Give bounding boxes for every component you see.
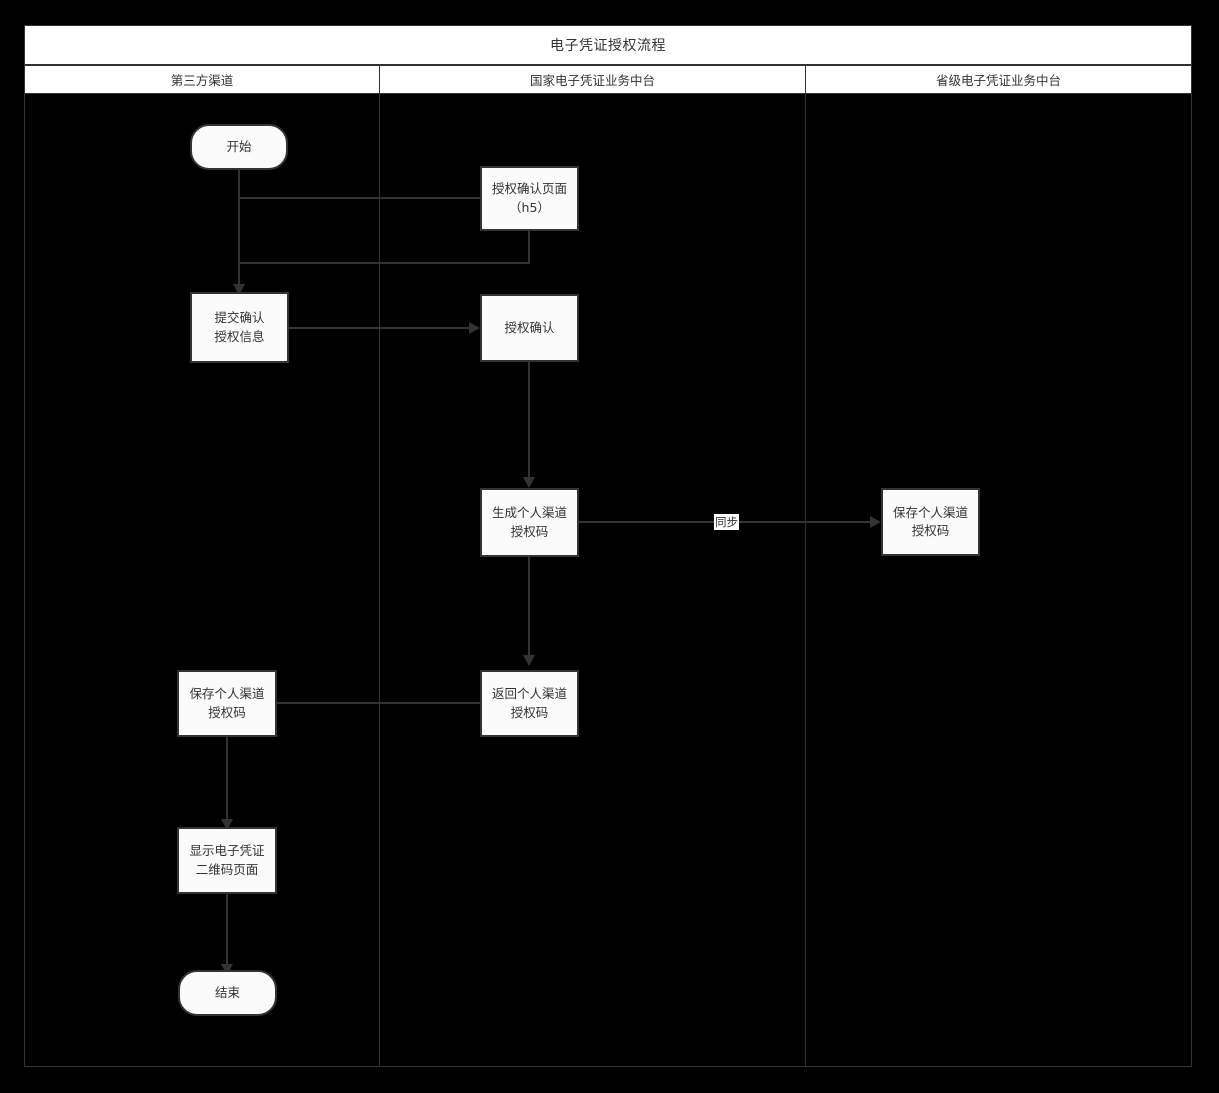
node-return-code[interactable]: 返回个人渠道 授权码 — [480, 670, 579, 737]
node-save-code-third-party[interactable]: 保存个人渠道 授权码 — [177, 670, 277, 737]
edge-save-3rd-to-show-qr — [226, 736, 228, 826]
edge-return-code-to-save-3rd — [246, 702, 480, 704]
lane-body-national — [379, 94, 806, 1067]
edge-gen-code-to-return-code — [528, 557, 530, 662]
edge-start-vertical — [238, 170, 240, 264]
arrowhead-to-return-code — [523, 655, 535, 666]
lane-body-provincial — [805, 94, 1192, 1067]
node-submit-info[interactable]: 提交确认 授权信息 — [190, 292, 289, 363]
node-save-code-provincial[interactable]: 保存个人渠道 授权码 — [881, 488, 980, 556]
arrowhead-to-show-qr — [221, 819, 233, 830]
arrowhead-to-auth-confirm — [469, 322, 480, 334]
edge-label-sync: 同步 — [714, 514, 739, 530]
arrowhead-to-save-code-prov — [870, 516, 881, 528]
lane-body-third-party — [24, 94, 380, 1067]
edge-show-qr-to-end — [226, 894, 228, 972]
edge-start-to-h5-horizontal — [238, 197, 481, 199]
edge-submit-to-auth-confirm — [289, 327, 475, 329]
edge-auth-confirm-to-gen-code — [528, 362, 530, 484]
lane-header-third-party: 第三方渠道 — [24, 65, 380, 94]
lane-header-provincial: 省级电子凭证业务中台 — [805, 65, 1192, 94]
lane-header-national: 国家电子凭证业务中台 — [379, 65, 806, 94]
edge-h5-to-submit-horizontal — [238, 262, 530, 264]
node-auth-confirm[interactable]: 授权确认 — [480, 294, 579, 362]
node-auth-page-h5[interactable]: 授权确认页面 （h5） — [480, 166, 579, 231]
edge-h5-to-submit-vertical — [238, 262, 240, 290]
arrowhead-to-submit-info — [233, 284, 245, 295]
node-end[interactable]: 结束 — [178, 970, 277, 1016]
node-gen-code[interactable]: 生成个人渠道 授权码 — [480, 488, 579, 557]
node-start[interactable]: 开始 — [190, 124, 288, 170]
node-show-qr[interactable]: 显示电子凭证 二维码页面 — [177, 827, 277, 894]
diagram-title: 电子凭证授权流程 — [24, 25, 1192, 65]
edge-h5-down-stub — [528, 231, 530, 264]
arrowhead-to-gen-code — [523, 477, 535, 488]
arrowhead-to-end — [221, 964, 233, 975]
